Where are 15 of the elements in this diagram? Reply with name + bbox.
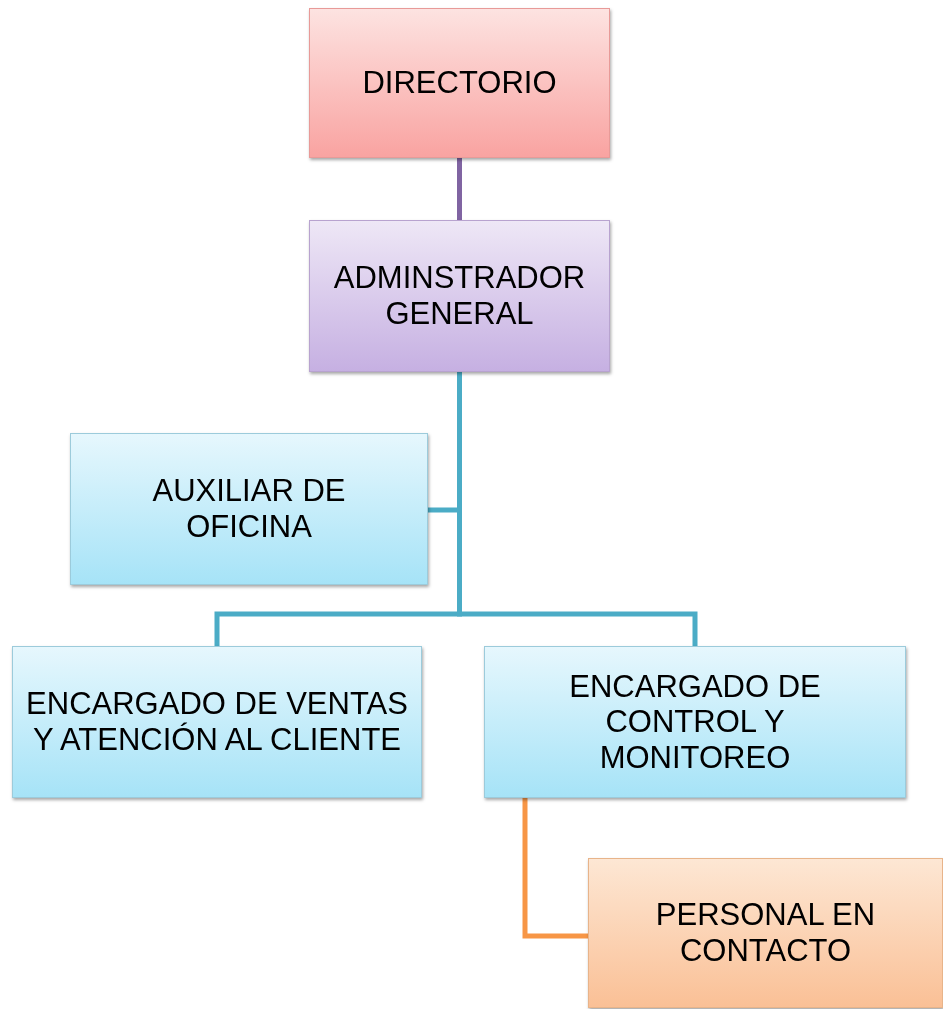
- connector-line: [457, 158, 462, 220]
- connector-line: [457, 372, 698, 646]
- box-label: AUXILIAR DE OFICINA: [151, 473, 347, 545]
- box-label: ADMINSTRADOR GENERAL: [332, 260, 587, 332]
- org-box: [484, 646, 906, 798]
- box-label: DIRECTORIO: [362, 65, 557, 101]
- org-box: [70, 433, 428, 585]
- org-box: [309, 8, 610, 158]
- box-label: ENCARGADO DE VENTAS Y ATENCIÓN AL CLIENTE: [25, 686, 409, 758]
- box-label: PERSONAL EN CONTACTO: [654, 897, 877, 969]
- org-box: [12, 646, 422, 798]
- connector-line: [522, 798, 588, 939]
- org-box: [588, 858, 943, 1008]
- box-label: ENCARGADO DE CONTROL Y MONITOREO: [568, 668, 822, 776]
- org-box: [309, 220, 610, 372]
